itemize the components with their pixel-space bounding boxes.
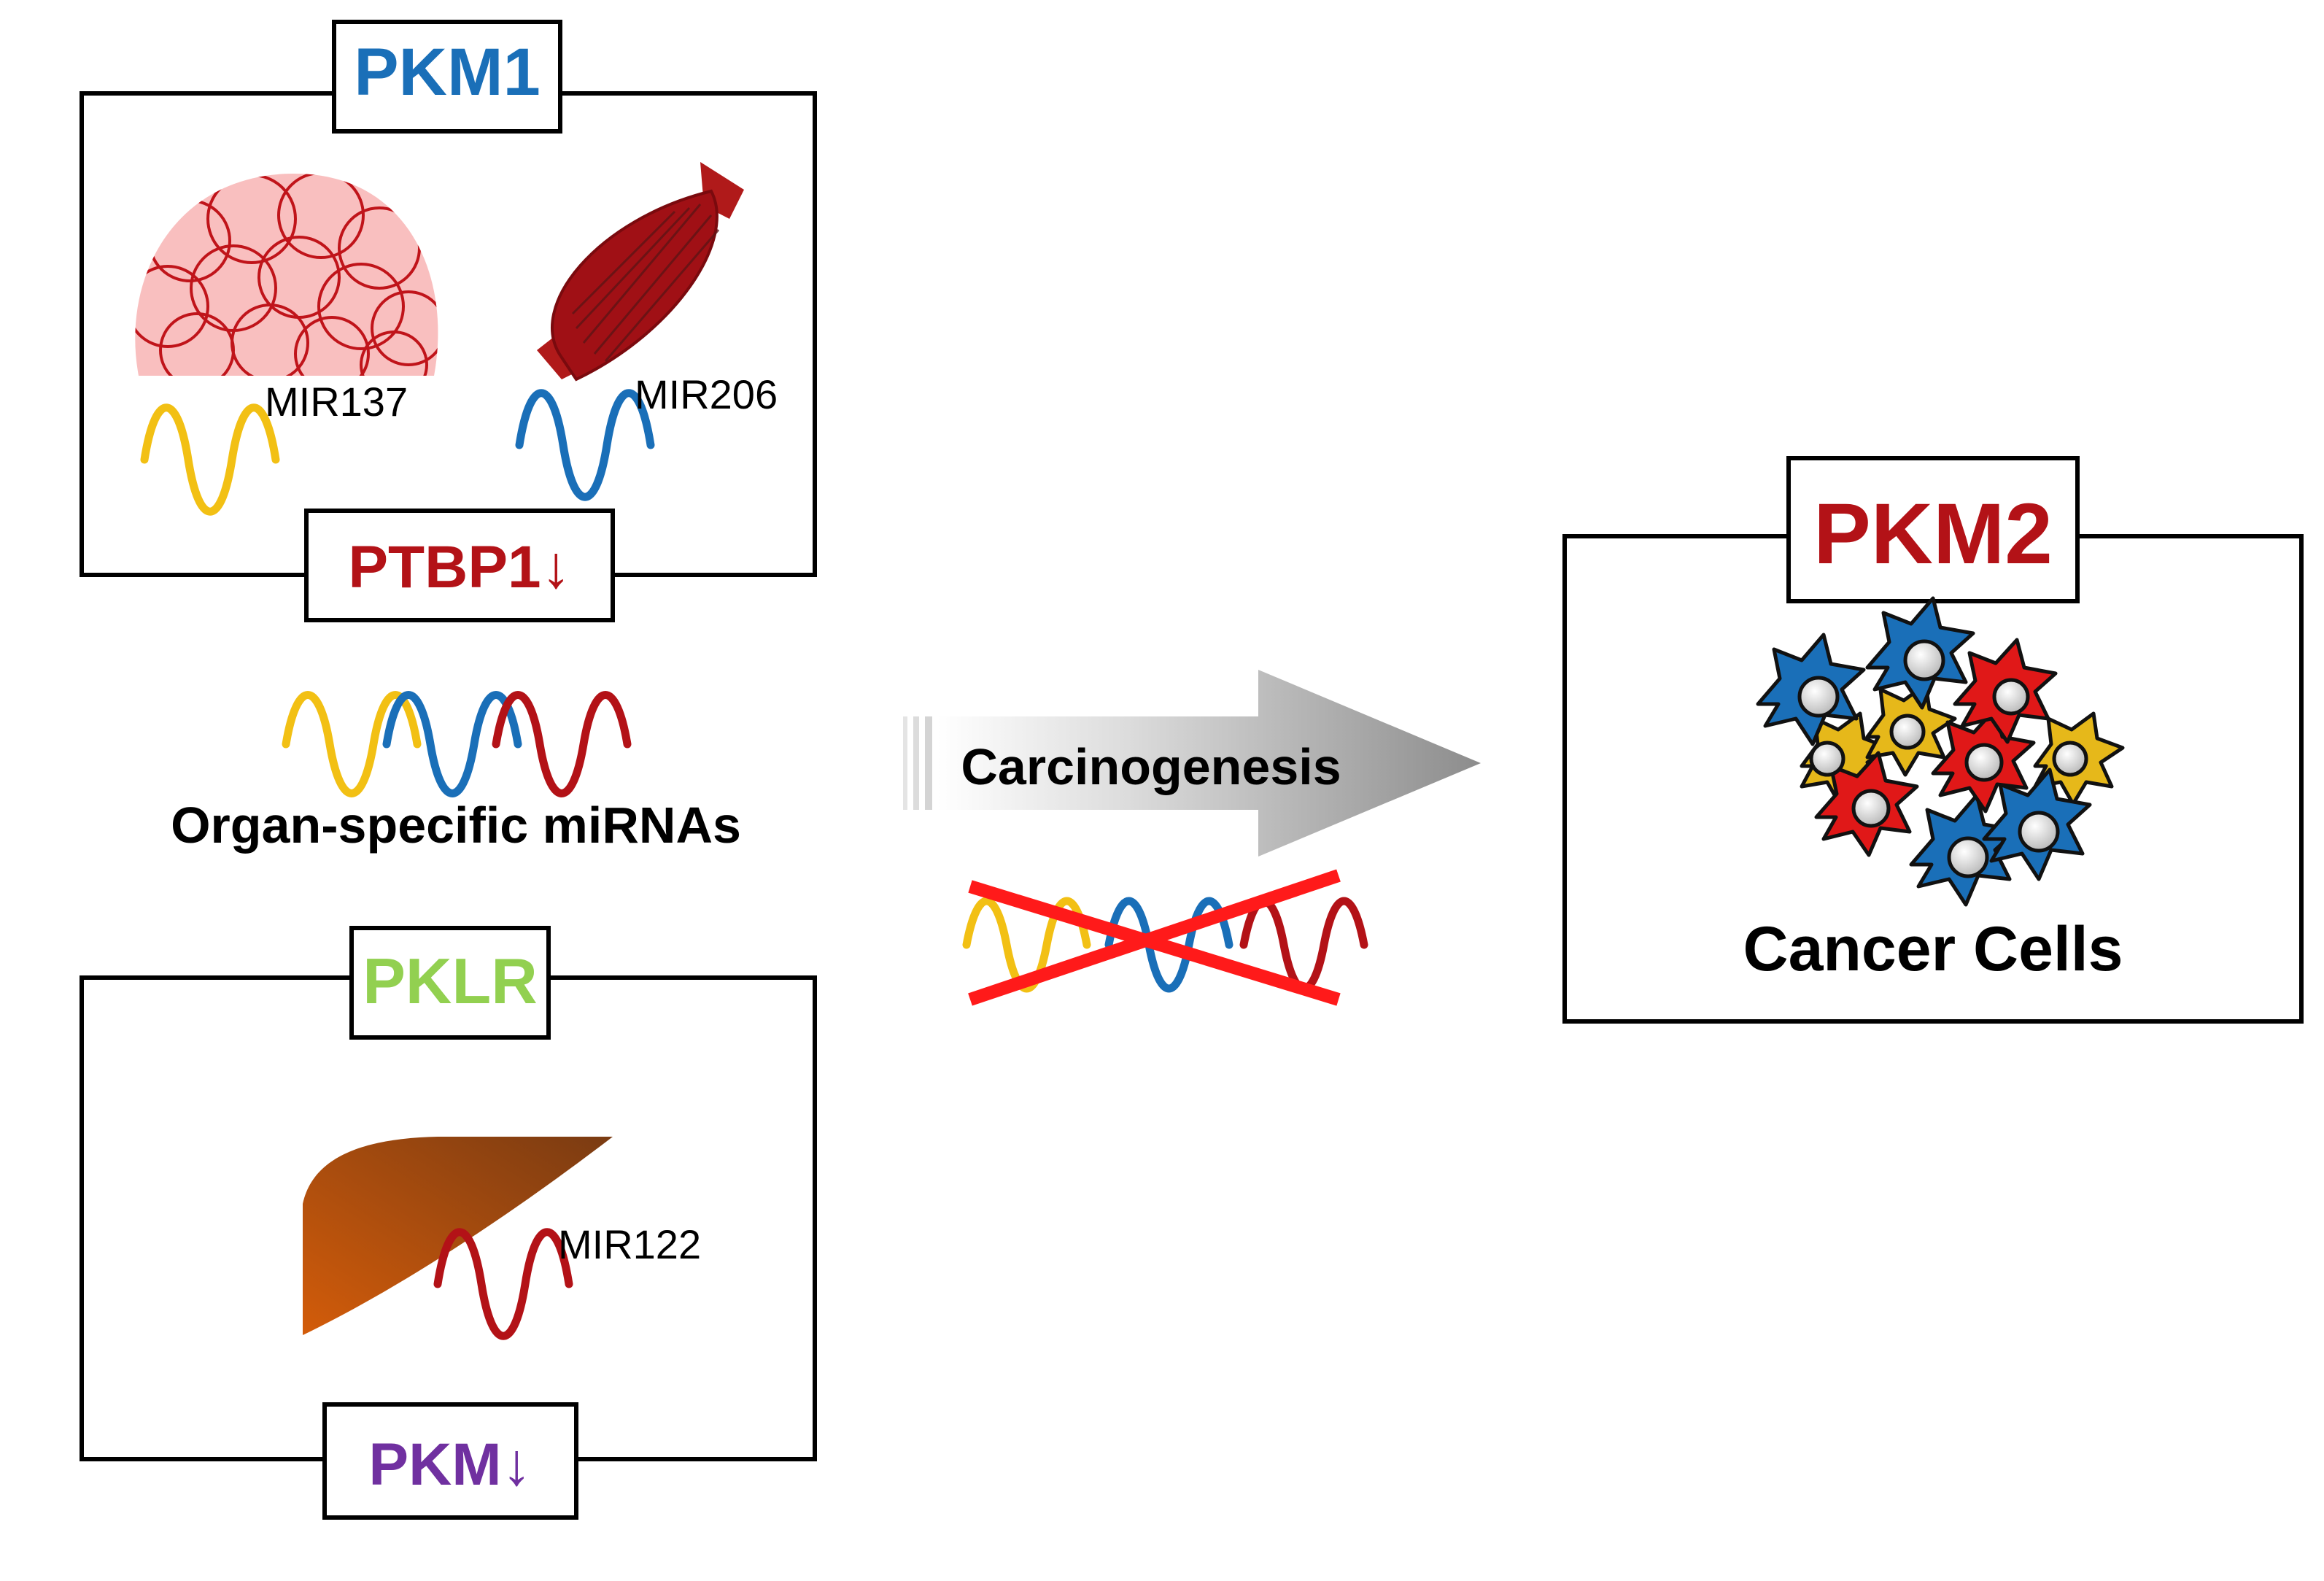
mir206-wave-icon [515,389,655,501]
pkm1-title-box [332,20,562,134]
mir122-label: MIR122 [558,1221,701,1267]
pkm2-title: PKM2 [1813,486,2053,582]
mir137-wave-icon [140,403,280,516]
cross-line [968,869,1341,1006]
arrow-label: Carcinogenesis [961,738,1341,795]
mirna-legend-yellow-wave-icon [282,691,422,797]
mirna-legend: Organ-specific miRNAs [171,691,741,854]
arrow-tail-stripe [925,716,932,810]
pkm1-title: PKM1 [354,35,541,109]
carcinogenesis-arrow: Carcinogenesis [903,670,1481,857]
pklr-title: PKLR [363,945,538,1017]
ptbp1-box [304,509,615,622]
mir206-label: MIR206 [635,371,778,417]
pkm1-panel: PKM1 MIR137 [80,20,817,622]
pklr-title-box [349,926,551,1040]
mirna-legend-red-wave-icon [492,691,632,797]
mirna-legend-label: Organ-specific miRNAs [171,797,741,854]
crossed-mirna-icon [962,869,1368,1006]
pkm-label: PKM↓ [368,1431,531,1498]
pkm2-panel: PKM2 Cancer Cell [1562,456,2304,1024]
ptbp1-label: PTBP1↓ [348,534,570,600]
arrow-shape [937,670,1481,857]
pklr-panel: PKLR MIR122 PKM↓ [80,926,817,1520]
arrow-tail-stripe [903,716,907,810]
mir137-label: MIR137 [265,379,408,425]
mir122-wave-icon [433,1228,573,1340]
cancer-cells-icon [1756,596,2125,907]
mirna-legend-blue-wave-icon [382,691,522,797]
muscle-icon [537,162,744,382]
cancer-cells-caption: Cancer Cells [1743,914,2123,984]
brain-icon [135,173,438,376]
arrow-tail-stripe [913,716,919,810]
pkm-box [322,1402,578,1520]
